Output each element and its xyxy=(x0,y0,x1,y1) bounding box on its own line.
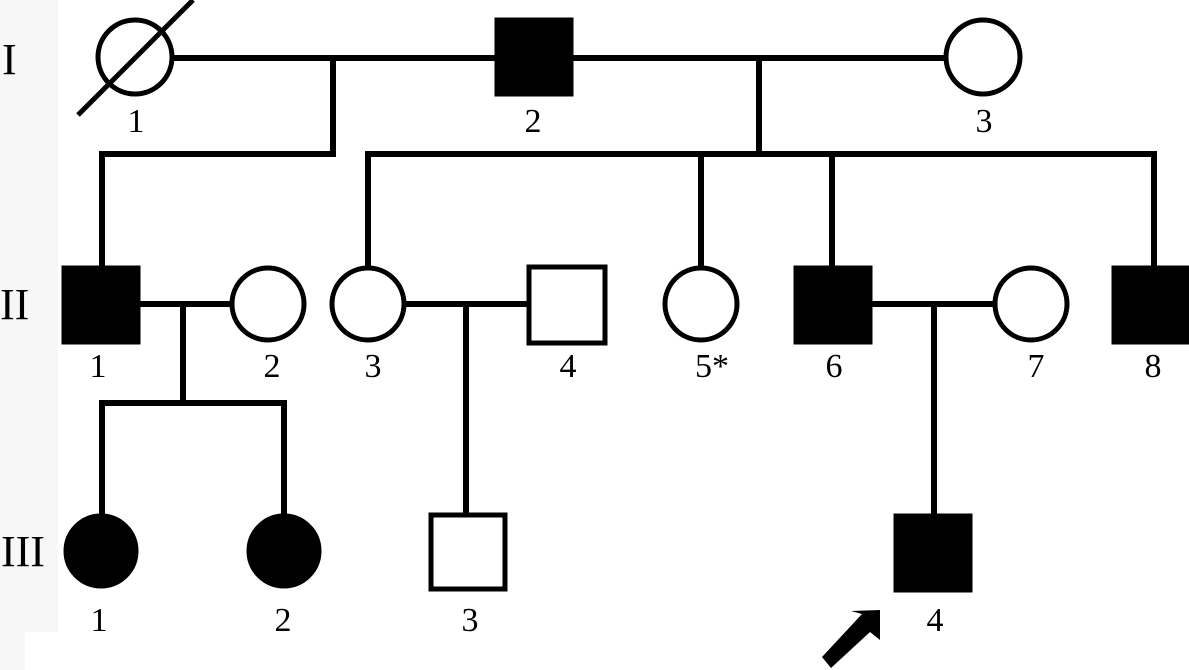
label-II-4: 4 xyxy=(560,348,577,385)
individual-III-2-circle xyxy=(246,513,322,589)
label-III-2: 2 xyxy=(275,602,292,639)
individual-II-4-square xyxy=(526,264,608,346)
individual-II-2-circle xyxy=(229,265,307,343)
individuals xyxy=(61,0,1189,593)
label-II-1: 1 xyxy=(90,348,107,385)
individual-II-3-circle xyxy=(329,265,407,343)
proband-arrow-icon xyxy=(822,610,880,668)
label-II-8: 8 xyxy=(1145,348,1162,385)
label-II-2: 2 xyxy=(264,348,281,385)
left-margin-band-lower xyxy=(0,632,25,670)
label-III-4: 4 xyxy=(927,602,944,639)
generation-label-II: II xyxy=(0,280,29,329)
label-II-5: 5* xyxy=(695,348,729,385)
descent-line-II-1 xyxy=(99,55,336,269)
sibship-line-I-2-I-3 xyxy=(365,151,1157,271)
individual-II-1-square xyxy=(61,265,141,345)
individual-III-4-square xyxy=(893,513,973,593)
individual-II-6-square xyxy=(793,265,873,345)
sibship-line-II-1-II-2 xyxy=(99,400,287,517)
individual-II-7-circle xyxy=(992,265,1070,343)
label-I-1: 1 xyxy=(128,103,145,140)
label-III-1: 1 xyxy=(91,602,108,639)
label-I-2: 2 xyxy=(525,103,542,140)
label-I-3: 3 xyxy=(976,103,993,140)
label-II-7: 7 xyxy=(1028,348,1045,385)
individual-I-1-deceased-slash xyxy=(76,0,195,117)
generation-label-I: I xyxy=(2,35,17,84)
label-II-6: 6 xyxy=(826,348,843,385)
individual-II-8-square xyxy=(1111,265,1189,345)
relationship-lines xyxy=(99,55,1157,518)
label-II-3: 3 xyxy=(365,348,382,385)
individual-III-3-square xyxy=(428,512,508,592)
generation-label-III: III xyxy=(1,527,45,576)
individual-II-5-circle xyxy=(662,265,740,343)
individual-I-2-square xyxy=(494,17,574,97)
label-III-3: 3 xyxy=(462,602,479,639)
individual-III-1-circle xyxy=(63,513,139,589)
left-margin-band xyxy=(0,0,58,632)
individual-I-3-circle xyxy=(943,17,1023,97)
